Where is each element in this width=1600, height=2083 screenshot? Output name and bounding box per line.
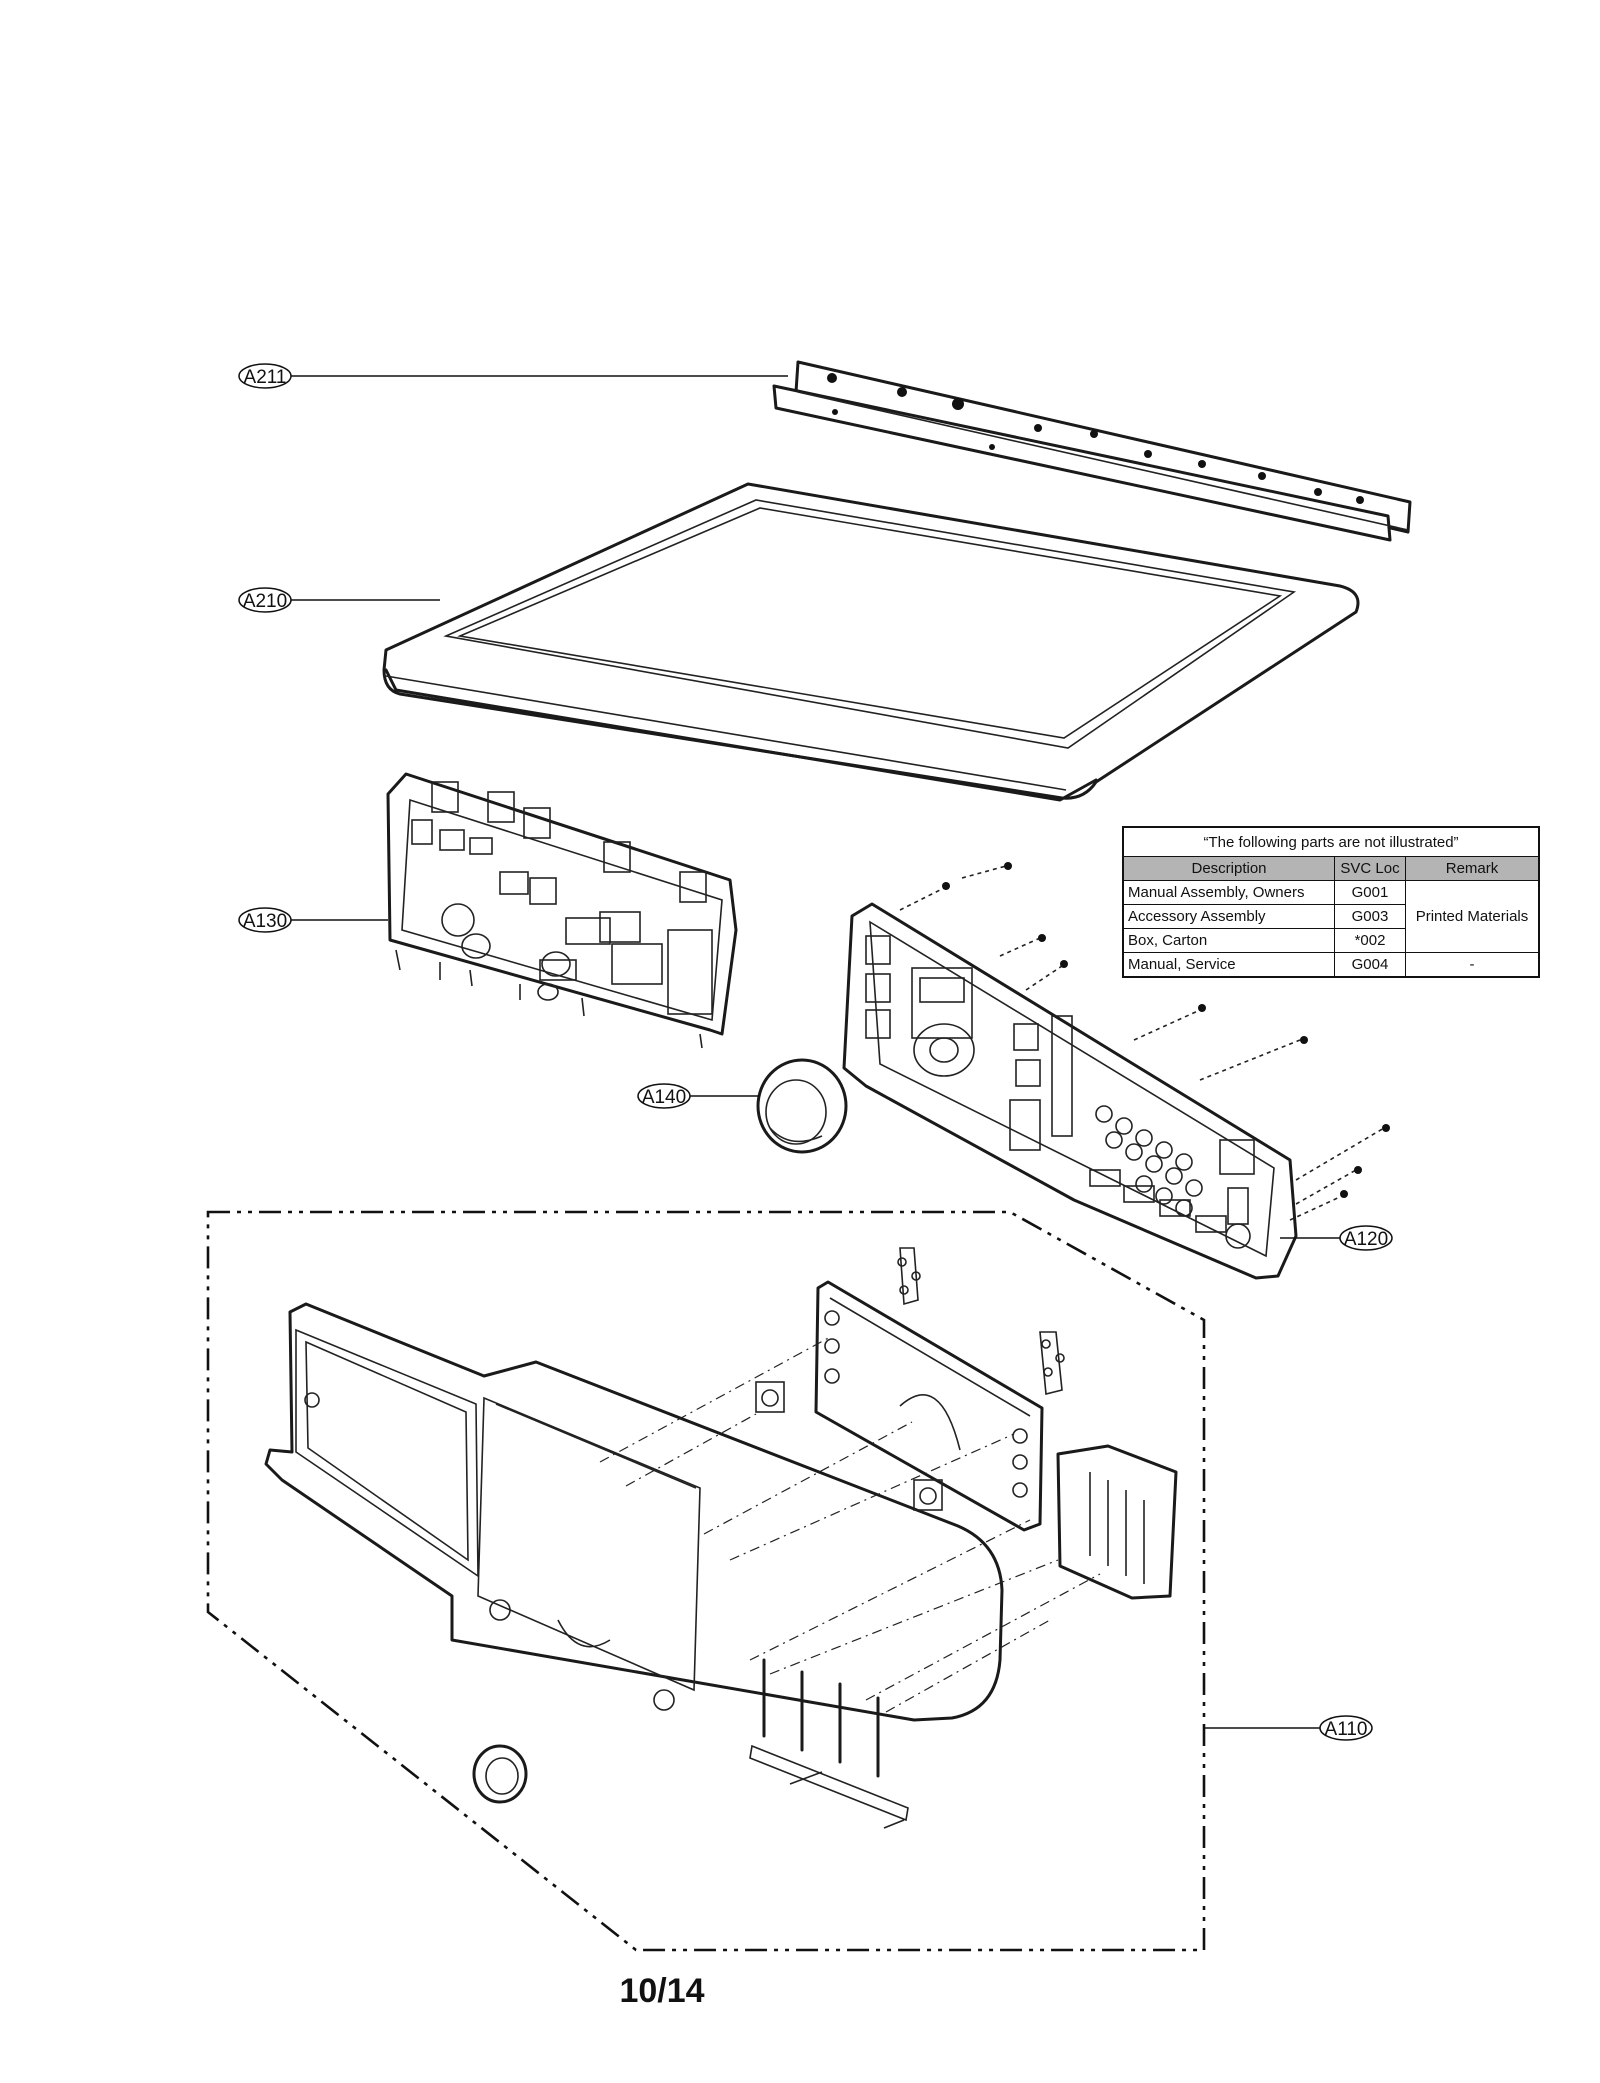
row-remark-merged: Printed Materials (1405, 880, 1540, 953)
column-header-description: Description (1122, 856, 1335, 881)
callout-a120-label: A120 (1344, 1229, 1388, 1250)
row-svc-loc: G004 (1334, 952, 1406, 978)
row-description: Manual Assembly, Owners (1122, 880, 1335, 905)
table-row: Manual Assembly, Owners G001 Printed Mat… (1122, 880, 1540, 953)
row-svc-loc: *002 (1334, 928, 1406, 953)
part-a210-top-frame (382, 482, 1360, 802)
callout-a210: A210 (238, 587, 440, 613)
part-a120-control-pcb (842, 862, 1390, 1280)
column-header-remark: Remark (1405, 856, 1540, 881)
column-header-svc-loc: SVC Loc (1334, 856, 1406, 881)
callout-a211-label: A211 (244, 367, 287, 388)
callout-a140: A140 (637, 1083, 760, 1109)
table-row: Box, Carton *002 (1122, 928, 1539, 953)
table-header-row: Description SVC Loc Remark (1122, 856, 1540, 881)
row-description: Manual, Service (1122, 952, 1335, 978)
callout-a130-label: A130 (243, 911, 287, 932)
callout-a211: A211 (238, 363, 788, 389)
callout-a110: A110 (1204, 1715, 1373, 1741)
callout-a130: A130 (238, 907, 388, 933)
callout-a210-label: A210 (243, 591, 287, 612)
part-a130-pcb-housing (386, 772, 738, 1049)
row-svc-loc: G001 (1334, 880, 1406, 905)
callout-a120: A120 (1280, 1225, 1393, 1251)
part-a110-control-panel-assembly (206, 1210, 1206, 1952)
part-a140-knob (756, 1058, 848, 1154)
table-caption-row: “The following parts are not illustrated… (1122, 826, 1540, 857)
callout-a140-label: A140 (642, 1087, 686, 1108)
part-a211-bracket (772, 360, 1412, 542)
row-svc-loc: G003 (1334, 904, 1406, 929)
callout-a110-label: A110 (1325, 1719, 1368, 1740)
page-number: 10/14 (619, 1972, 705, 2010)
not-illustrated-parts-table: “The following parts are not illustrated… (1122, 826, 1540, 978)
table-row: Manual, Service G004 - (1122, 952, 1540, 978)
table-caption: “The following parts are not illustrated… (1122, 826, 1540, 857)
table-row: Accessory Assembly G003 (1122, 904, 1539, 929)
row-description: Box, Carton (1122, 928, 1335, 953)
row-remark: - (1405, 952, 1540, 978)
row-description: Accessory Assembly (1122, 904, 1335, 929)
